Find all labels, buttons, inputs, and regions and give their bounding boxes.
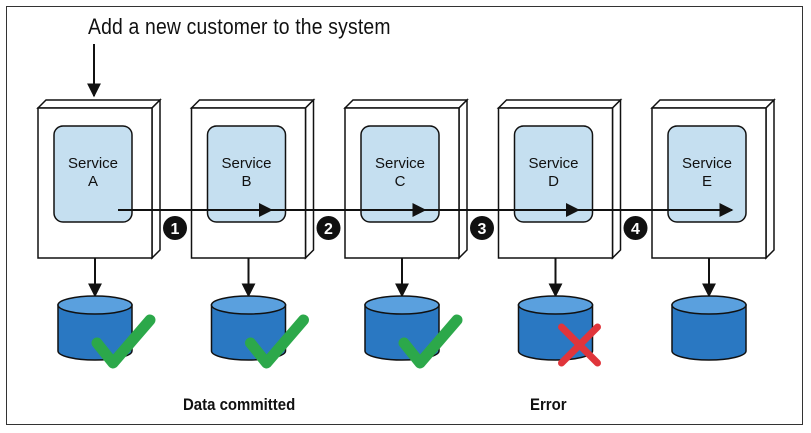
service-letter: E <box>702 173 712 190</box>
service-label: Service <box>375 155 425 172</box>
step-badge-circle <box>623 216 648 240</box>
server-side-face <box>304 98 315 260</box>
server-side-face <box>458 98 468 260</box>
service-box <box>53 125 133 223</box>
database-top <box>364 295 440 315</box>
step-badge: 3 <box>470 216 494 240</box>
step-badge: 2 <box>316 216 341 240</box>
diagram-title: Add a new customer to the system <box>88 14 391 39</box>
server-top-face <box>496 99 623 109</box>
database-body <box>364 304 440 361</box>
step-number: 1 <box>171 221 180 238</box>
caption-data-committed: Data committed <box>183 395 296 414</box>
step-badge: 1 <box>163 216 187 240</box>
check-icon <box>398 314 463 369</box>
cross-icon <box>558 323 601 367</box>
database-top <box>57 295 133 315</box>
service-label: Service <box>528 155 578 172</box>
server-top-face <box>189 99 316 109</box>
step-number: 2 <box>324 221 333 238</box>
diagram-frame <box>6 6 803 425</box>
service-box <box>206 125 287 223</box>
server-top-face <box>650 99 776 109</box>
service-box <box>513 125 594 223</box>
service-label: Service <box>68 155 118 172</box>
server-side-face <box>765 98 775 260</box>
database-top <box>517 295 594 315</box>
step-number: 3 <box>478 221 487 238</box>
service-box <box>360 125 440 223</box>
database-body <box>671 304 747 361</box>
step-badge: 4 <box>623 216 648 240</box>
service-letter: D <box>548 173 559 190</box>
check-icon <box>91 314 156 369</box>
service-letter: B <box>241 173 251 190</box>
check-icon <box>245 314 309 369</box>
step-badge-circle <box>163 216 187 240</box>
database-body <box>210 304 287 361</box>
step-badge-circle <box>316 216 341 240</box>
service-label: Service <box>682 155 732 172</box>
server-top-face <box>36 99 162 109</box>
server-side-face <box>611 98 622 260</box>
service-letter: A <box>88 173 98 190</box>
caption-error: Error <box>530 395 567 414</box>
database-top <box>671 295 747 315</box>
service-letter: C <box>395 173 406 190</box>
step-badge-circle <box>470 216 494 240</box>
service-box <box>667 125 747 223</box>
database-top <box>210 295 287 315</box>
server-top-face <box>343 99 469 109</box>
database-body <box>57 304 133 361</box>
server-side-face <box>151 98 161 260</box>
step-number: 4 <box>631 221 640 238</box>
service-label: Service <box>221 155 271 172</box>
